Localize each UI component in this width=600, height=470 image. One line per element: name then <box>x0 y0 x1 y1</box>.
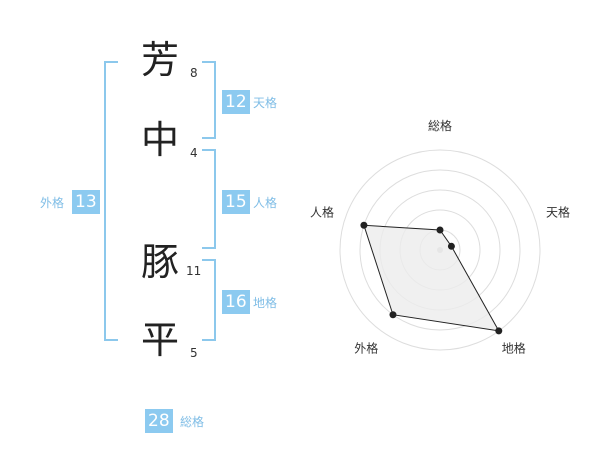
stroke-count-2: 4 <box>190 146 198 160</box>
stroke-count-1: 8 <box>190 66 198 80</box>
radar-axis-label: 人格 <box>310 204 334 219</box>
tenkaku-bracket <box>202 61 216 139</box>
radar-axis-label: 総格 <box>428 118 452 133</box>
soukaku-label: 総格 <box>180 415 205 429</box>
radar-data-point <box>495 327 503 335</box>
radar-grid-ring <box>339 149 541 351</box>
radar-data-point <box>447 242 455 250</box>
name-char-2: 中 <box>140 118 179 162</box>
gaikaku-bracket <box>104 61 118 341</box>
radar-axis-label: 天格 <box>546 204 570 219</box>
name-char-3: 豚 <box>140 240 179 284</box>
tenkaku-label: 天格 <box>253 96 278 110</box>
name-char-4: 平 <box>140 318 179 362</box>
stroke-count-3: 11 <box>186 264 202 278</box>
gaikaku-value: 13 <box>72 190 100 214</box>
chikaku-value: 16 <box>222 290 250 314</box>
jinkaku-bracket <box>202 149 216 249</box>
radar-data-point <box>389 311 397 319</box>
stroke-count-4: 5 <box>190 346 198 360</box>
radar-data-point <box>360 221 368 229</box>
soukaku-value: 28 <box>145 409 173 433</box>
chikaku-bracket <box>202 259 216 341</box>
name-char-1: 芳 <box>140 38 179 82</box>
chikaku-label: 地格 <box>253 296 278 310</box>
radar-axis-label: 外格 <box>354 341 378 356</box>
tenkaku-value: 12 <box>222 90 250 114</box>
radar-axis-label: 地格 <box>502 341 526 356</box>
radar-grid-ring <box>359 169 521 331</box>
radar-data-point <box>436 226 444 234</box>
jinkaku-label: 人格 <box>253 196 278 210</box>
gaikaku-label: 外格 <box>40 196 65 210</box>
jinkaku-value: 15 <box>222 190 250 214</box>
